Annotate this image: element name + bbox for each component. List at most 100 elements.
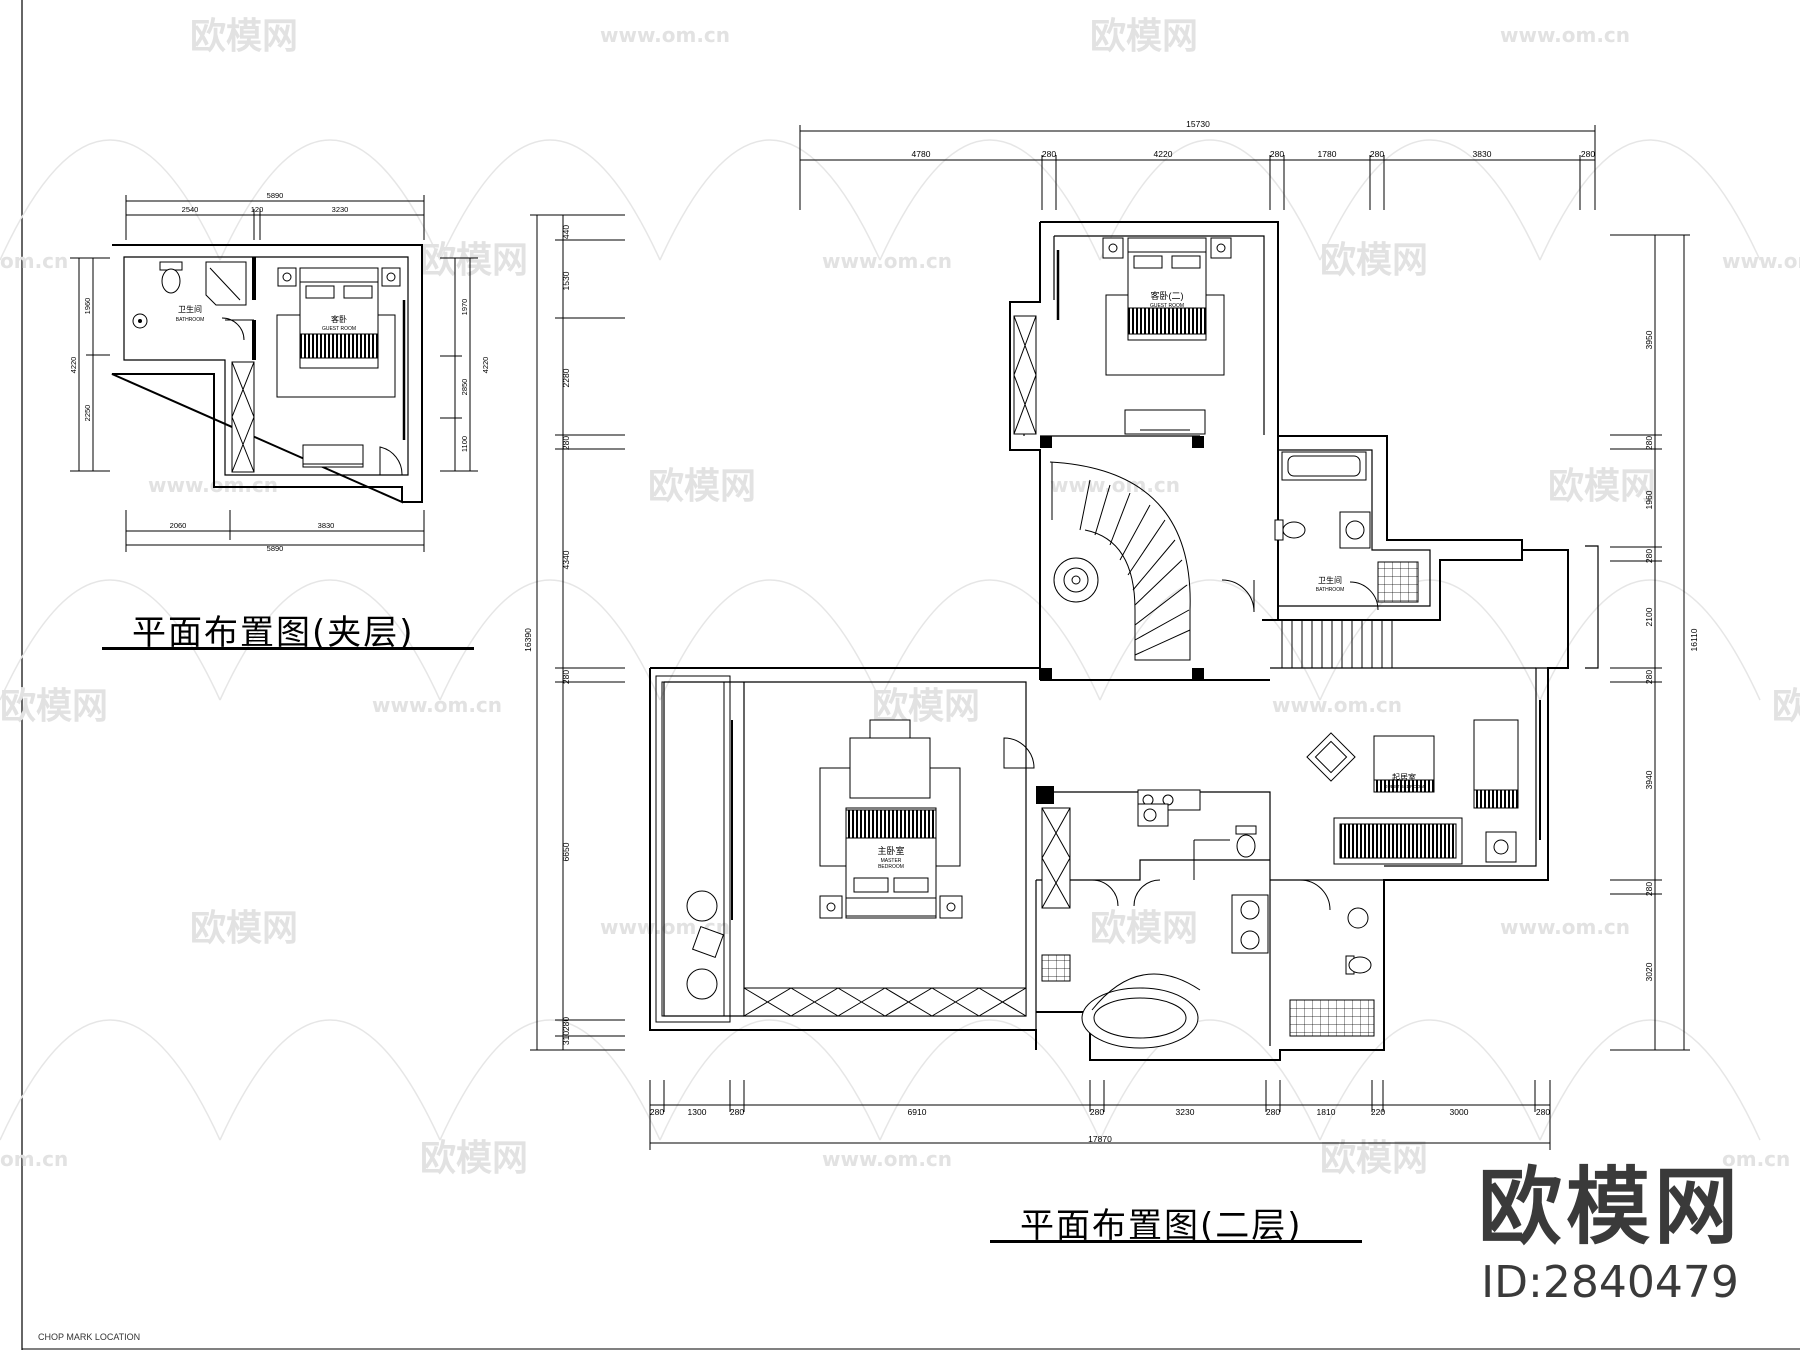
dim-label: 5890 — [267, 544, 284, 553]
dim-label: 16390 — [523, 628, 533, 652]
sink-icon — [1143, 808, 1157, 822]
watermark-logo: 欧模网 — [1090, 908, 1198, 949]
watermark-logo: 欧模网 — [190, 908, 298, 949]
wardrobe — [1013, 315, 1037, 435]
dim-label: 3950 — [1644, 330, 1654, 349]
dim-label: 280 — [561, 670, 571, 684]
dim-label: 3830 — [318, 521, 335, 530]
door-swing — [221, 317, 245, 341]
dim-label: 16110 — [1689, 628, 1699, 651]
watermark-url: om.cn — [0, 249, 68, 273]
chair-icon — [686, 890, 718, 922]
master-bedroom: 主卧室 MASTER BEDROOM — [731, 719, 1035, 1017]
watermark-url: www.om.cn — [1500, 23, 1630, 47]
watermark-logo: 欧模网 — [420, 240, 528, 281]
dim-label: 1960 — [1644, 490, 1654, 509]
brand-block: 欧模网 ID:2840479 — [1478, 1165, 1742, 1310]
second-floor-plan-title: 平面布置图(二层) — [1020, 1206, 1303, 1246]
dim-label: 280 — [650, 1107, 664, 1117]
desk — [302, 444, 364, 468]
toilet-icon — [1274, 519, 1284, 541]
structural-columns — [1036, 436, 1204, 804]
watermark-logo: 欧模网 — [190, 16, 298, 57]
watermark-logo: 欧模网 — [420, 1138, 528, 1179]
spiral-staircase — [1049, 461, 1255, 661]
second-floor-dimension-lines — [530, 125, 1690, 1150]
watermark-url: www.om.cn — [822, 249, 952, 273]
brand-id: ID:2840479 — [1481, 1257, 1739, 1308]
dim-label: 120 — [251, 205, 264, 214]
watermark-logo: 欧模网 — [648, 466, 756, 507]
guest-room-2: 客卧(二) GUEST ROOM — [1013, 237, 1232, 435]
watermark-url: www.om.cn — [372, 693, 502, 717]
room-label-cn: 起居室 — [1392, 772, 1416, 782]
wardrobe — [231, 361, 255, 473]
dim-label: 440 — [561, 225, 571, 239]
balcony — [655, 675, 731, 1023]
watermark-url: www.om.cn — [600, 23, 730, 47]
dim-label: 4220 — [1154, 149, 1173, 159]
room-label-en: BATHROOM — [1316, 587, 1345, 593]
dim-label: 4220 — [69, 357, 78, 374]
watermark-logo: 欧模网 — [1772, 686, 1800, 727]
chop-mark-note: CHOP MARK LOCATION — [38, 1332, 141, 1342]
dim-label: 280 — [561, 436, 571, 450]
mezzanine-plan: 5890 2540 120 3230 2060 3830 5890 4220 1… — [69, 191, 490, 553]
dim-label: 2540 — [182, 205, 199, 214]
shower-tile — [1041, 954, 1071, 982]
dim-label: 3230 — [332, 205, 349, 214]
dim-label: 15730 — [1186, 119, 1210, 129]
mezzanine-dimension-labels: 5890 2540 120 3230 2060 3830 5890 4220 1… — [69, 191, 490, 553]
mezzanine-title-underline — [102, 647, 474, 650]
watermark-url: www.om.cn — [1722, 249, 1800, 273]
door-swing — [1091, 879, 1119, 907]
side-table — [691, 925, 725, 959]
watermark-logo: 欧模网 — [1548, 466, 1656, 507]
dim-label: 280 — [1270, 149, 1284, 159]
mezzanine-guest-room: 客卧 GUEST ROOM — [231, 267, 406, 476]
watermark-url: om.cn — [0, 1147, 68, 1171]
dim-label: 3940 — [1644, 770, 1654, 789]
dim-label: 6910 — [908, 1107, 927, 1117]
second-floor-dimension-labels: 15730 4780 280 4220 280 1780 280 3830 28… — [523, 119, 1699, 1144]
dim-label: 280 — [1644, 882, 1654, 896]
room-label-en: GUEST ROOM — [1150, 303, 1184, 309]
dim-label: 220 — [1371, 1107, 1385, 1117]
room-label-en: GUEST ROOM — [322, 326, 356, 332]
watermark-logo: 欧模网 — [1320, 1138, 1428, 1179]
guest-bedroom-right: 起居室 GUEST BEDROOM — [1289, 700, 1541, 1037]
sink-icon — [1345, 520, 1365, 540]
watermark-logo: 欧模网 — [0, 686, 108, 727]
dim-label: 3830 — [1473, 149, 1492, 159]
watermark-logo: 欧模网 — [1320, 240, 1428, 281]
watermark-url: www.om.cn — [1272, 693, 1402, 717]
dim-label: 3000 — [1450, 1107, 1469, 1117]
chaise — [849, 737, 931, 799]
second-floor-walls — [649, 221, 1599, 1061]
toilet-icon — [1348, 956, 1372, 974]
brand-logo: 欧模网 — [1477, 1158, 1742, 1256]
door-swing — [1133, 879, 1161, 907]
dim-label: 310 — [561, 1031, 571, 1045]
sink-icon — [1240, 930, 1260, 950]
second-floor-title-underline — [990, 1240, 1362, 1243]
dim-label: 280 — [730, 1107, 744, 1117]
dim-label: 280 — [561, 1017, 571, 1031]
dim-label: 280 — [1644, 670, 1654, 684]
watermark-url: www.om.cn — [822, 1147, 952, 1171]
mezzanine-walls — [111, 244, 423, 504]
sink-icon — [1240, 900, 1260, 920]
dim-label: 2250 — [83, 405, 92, 422]
room-label-cn: 客卧(二) — [1151, 290, 1184, 301]
dim-label: 5890 — [267, 191, 284, 200]
dim-label: 4780 — [912, 149, 931, 159]
dim-label: 4340 — [561, 550, 571, 569]
shower-enclosure — [205, 261, 247, 306]
dim-label: 1960 — [83, 298, 92, 315]
dim-label: 280 — [1090, 1107, 1104, 1117]
second-floor-plan: 15730 4780 280 4220 280 1780 280 3830 28… — [523, 119, 1699, 1150]
dim-label: 1780 — [1318, 149, 1337, 159]
dim-label: 1100 — [460, 436, 469, 452]
dim-label: 2100 — [1644, 607, 1654, 626]
